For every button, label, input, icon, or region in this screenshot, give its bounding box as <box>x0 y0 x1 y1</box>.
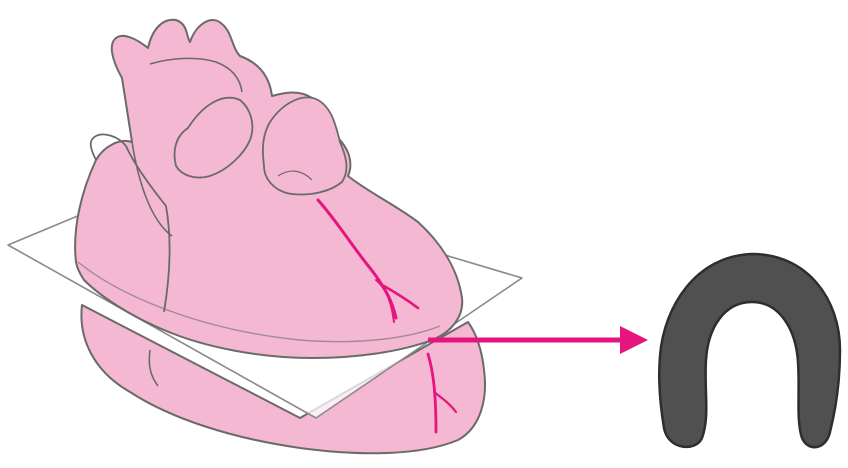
heart-body <box>75 20 462 358</box>
ventricle-cross-section-icon <box>659 254 840 447</box>
heart-upper-part <box>75 20 462 358</box>
